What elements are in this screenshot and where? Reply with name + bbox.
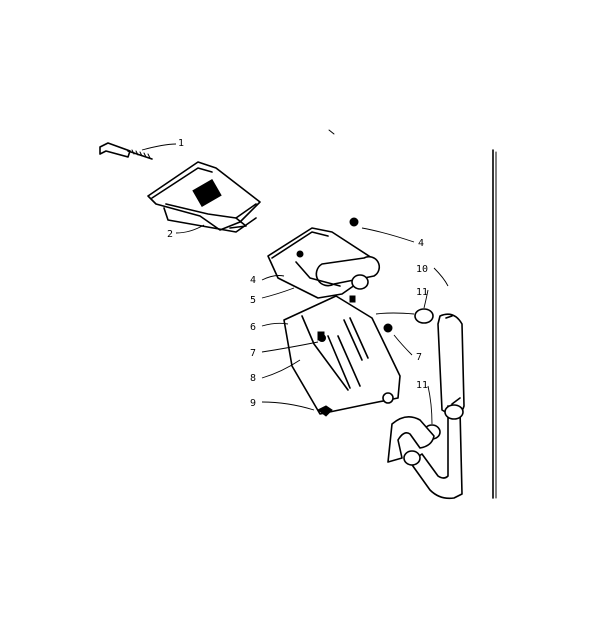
callout-4-top: 4 [418, 238, 424, 249]
callout-8: 8 [250, 373, 256, 384]
callout-2: 2 [167, 229, 173, 240]
nut-icon [318, 334, 326, 342]
clip-icon [317, 405, 333, 417]
nut-icon [349, 217, 359, 227]
callout-7-right: 7 [416, 352, 422, 363]
callout-10: 10 [416, 264, 428, 275]
callout-labels: 1 2 4 4 5 6 7 7 8 9 10 11 11 [167, 138, 428, 409]
cabinet-wall [328, 129, 497, 499]
callout-4-left: 4 [250, 275, 256, 286]
outlet-grille-part [147, 161, 261, 233]
mounting-plate-part [283, 295, 401, 415]
callout-11-bottom: 11 [416, 380, 428, 391]
callout-11-top: 11 [416, 287, 428, 298]
leader-lines [141, 143, 449, 425]
screw-part [99, 142, 153, 160]
bracket-part [267, 227, 381, 299]
callout-5: 5 [250, 295, 256, 306]
fitting-icon [382, 392, 394, 404]
callout-1: 1 [178, 138, 184, 149]
callout-6: 6 [250, 322, 256, 333]
callout-9: 9 [250, 398, 256, 409]
callout-7-left: 7 [250, 348, 256, 359]
hose-part [387, 313, 465, 500]
clamp-icon [414, 308, 434, 324]
fasteners [317, 217, 394, 417]
nut-icon [383, 323, 393, 333]
